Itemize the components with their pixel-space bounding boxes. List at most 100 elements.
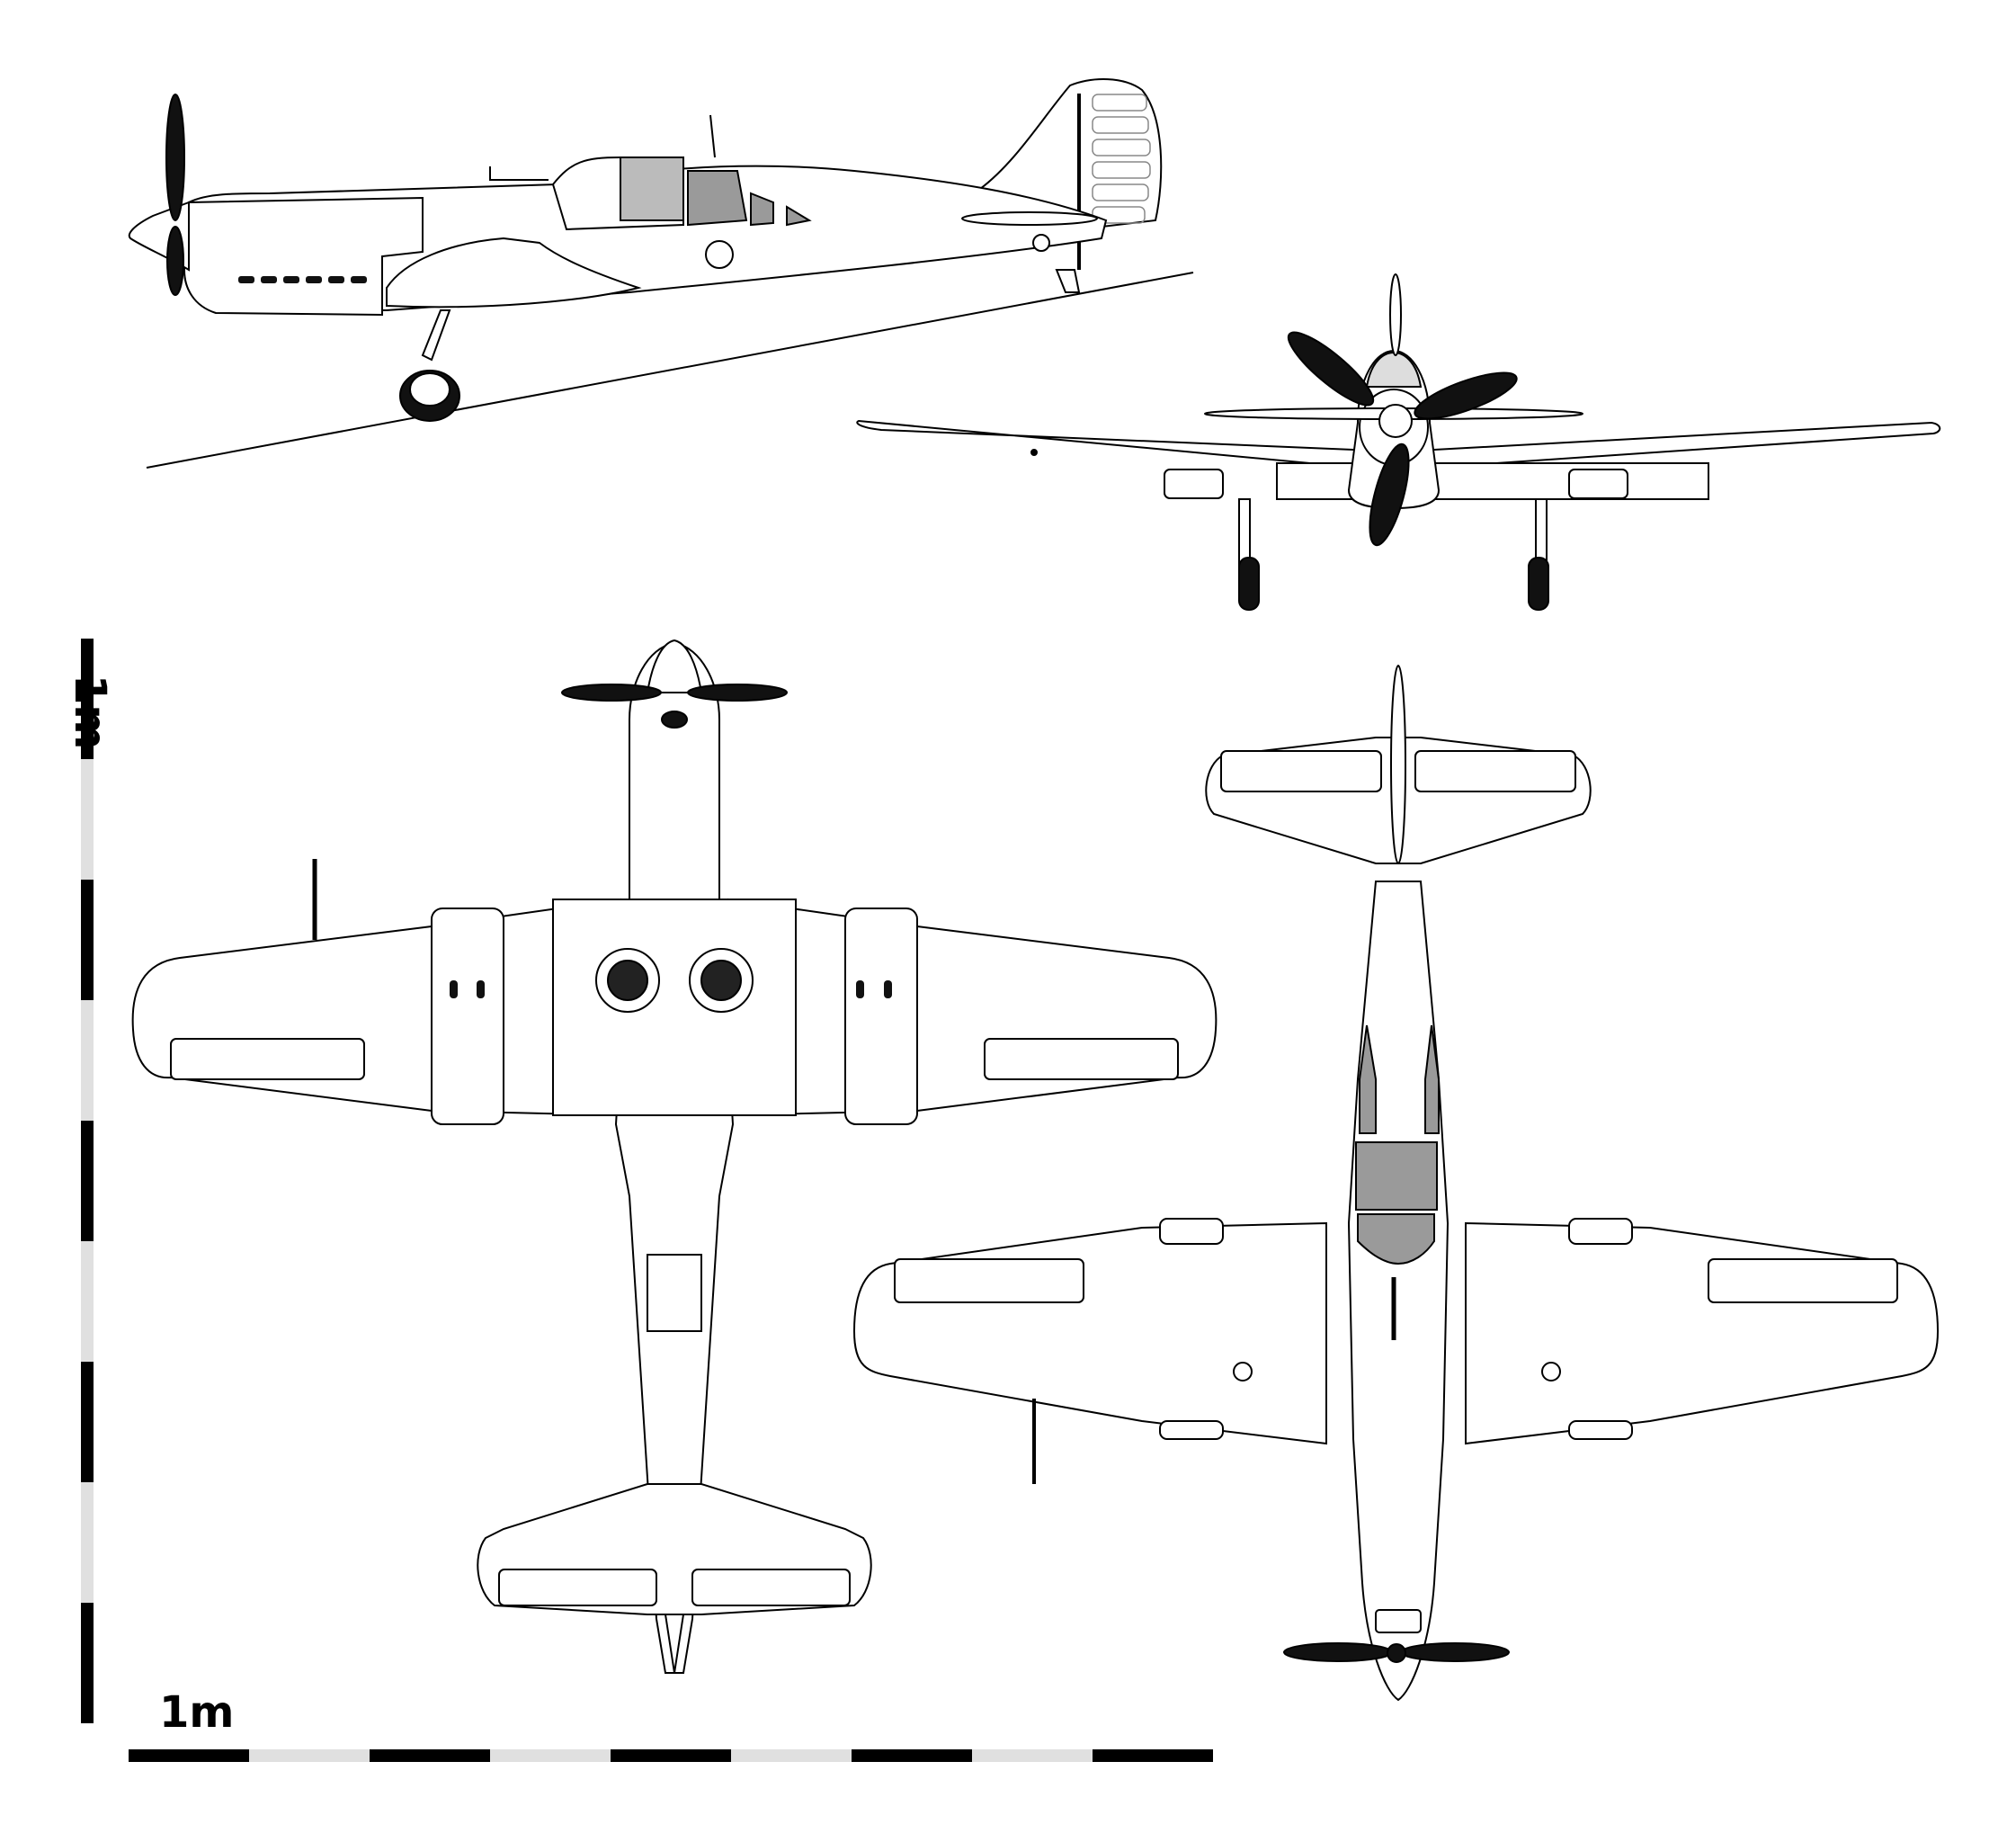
top-spinner-dot — [661, 711, 688, 729]
scale-bar-v-segment — [81, 880, 94, 1000]
top-aileron-right — [984, 1038, 1179, 1080]
top-gun-pod-left — [431, 908, 504, 1125]
front-gun-pod-right — [1568, 469, 1628, 499]
bottom-shaded-left — [1359, 1024, 1377, 1134]
top-prop-left — [561, 684, 662, 702]
rear-window-2 — [750, 192, 774, 227]
bottom-prop-left — [1283, 1642, 1393, 1662]
top-elevator-left — [498, 1569, 657, 1606]
front-spinner — [1378, 404, 1413, 438]
bottom-gun-pod-right — [1568, 1218, 1633, 1245]
canopy-panel-shaded — [620, 156, 684, 221]
ground-line — [146, 272, 1194, 469]
top-elevator-right — [691, 1569, 851, 1606]
bottom-aileron-left — [894, 1258, 1084, 1303]
tail-light — [1032, 234, 1050, 252]
scale-bar-h-segment — [611, 1749, 731, 1762]
bottom-spinner — [1387, 1643, 1406, 1663]
top-gun-pod-right — [844, 908, 918, 1125]
roundel — [705, 240, 734, 269]
scale-bar-h-segment — [731, 1749, 852, 1762]
bottom-light-left — [1233, 1362, 1253, 1382]
bottom-seat-panel — [1357, 1213, 1435, 1265]
scale-bar-h-segment — [490, 1749, 611, 1762]
scale-bar-v-segment — [81, 759, 94, 880]
gunsight — [489, 166, 549, 181]
bottom-gun-pod-rear-left — [1159, 1420, 1224, 1440]
top-tail-cone — [664, 1614, 685, 1674]
top-prop-right — [687, 684, 788, 702]
scale-bar-v-segment — [81, 639, 94, 759]
front-wing-left — [856, 419, 1386, 469]
top-wheel-well-right-inner — [700, 960, 742, 1001]
bottom-gun-pod-rear-right — [1568, 1420, 1633, 1440]
front-wheel-right — [1528, 557, 1549, 611]
propeller-blade-lower — [166, 226, 184, 296]
bottom-view — [852, 665, 1940, 1702]
front-prop-blade-c — [1369, 443, 1410, 547]
scale-bar-h-segment — [129, 1749, 249, 1762]
scale-label-vertical: 1m — [65, 675, 115, 750]
wing-root — [386, 237, 642, 308]
scale-label-horizontal: 1m — [159, 1687, 235, 1738]
bottom-aileron-right — [1708, 1258, 1898, 1303]
bottom-radiator — [1375, 1609, 1422, 1633]
top-aileron-left — [170, 1038, 365, 1080]
bottom-shaded-right — [1424, 1024, 1440, 1134]
scale-bar-v-segment — [81, 1603, 94, 1723]
front-gun-pod-left — [1164, 469, 1224, 499]
scale-bar-v-segment — [81, 1362, 94, 1482]
top-view — [131, 639, 1218, 1674]
antenna-mast — [709, 114, 716, 158]
front-wheel-left — [1238, 557, 1260, 611]
front-prop-blade-b — [1414, 371, 1518, 420]
top-wing-right — [727, 898, 1218, 1117]
front-fin — [1389, 273, 1402, 356]
scale-bar-v-segment — [81, 1482, 94, 1603]
top-center-section — [552, 899, 797, 1116]
front-canopy — [1365, 351, 1423, 388]
scale-bar-horizontal — [129, 1749, 1213, 1762]
front-gear-right — [1535, 498, 1548, 568]
scale-bar-h-segment — [852, 1749, 972, 1762]
bottom-wing-right — [1465, 1221, 1940, 1445]
scale-bar-vertical — [81, 639, 94, 1723]
scale-bar-v-segment — [81, 1000, 94, 1121]
top-nose — [646, 639, 703, 693]
front-wing-right — [1402, 421, 1941, 469]
bottom-elevator-right — [1414, 750, 1576, 792]
scale-bar-h-segment — [972, 1749, 1093, 1762]
scale-bar-v-segment — [81, 1121, 94, 1241]
top-hatch — [647, 1254, 702, 1332]
front-view — [856, 273, 1941, 611]
rear-window — [687, 170, 748, 227]
propeller-blade-upper — [165, 94, 185, 221]
main-wheel-hub — [409, 372, 450, 407]
bottom-gun-pod-left — [1159, 1218, 1224, 1245]
bottom-fuselage — [1347, 881, 1450, 1702]
scale-bar-h-segment — [370, 1749, 490, 1762]
front-gear-left — [1238, 498, 1251, 568]
scale-bar-h-segment — [249, 1749, 370, 1762]
bottom-panel-shaded — [1355, 1141, 1438, 1211]
tailplane — [961, 211, 1098, 226]
exhaust-stacks — [238, 276, 367, 283]
bottom-light-right — [1541, 1362, 1561, 1382]
bottom-elevator-left — [1220, 750, 1382, 792]
front-wing-panel — [1276, 462, 1709, 500]
top-wing-left — [131, 898, 621, 1117]
scale-bar-v-segment — [81, 1241, 94, 1362]
top-wheel-well-left-inner — [607, 960, 648, 1001]
front-prop-blade-a — [1287, 331, 1375, 407]
bottom-fin — [1390, 665, 1406, 864]
bottom-wing-left — [852, 1221, 1327, 1445]
front-nav-light — [1030, 449, 1038, 456]
rear-window-3 — [786, 205, 812, 227]
gear-leg — [421, 309, 451, 362]
engine-cowl — [183, 196, 424, 317]
scale-bar-h-segment — [1093, 1749, 1213, 1762]
tail-wheel — [1055, 269, 1081, 293]
side-view — [128, 78, 1194, 469]
bottom-prop-right — [1400, 1642, 1510, 1662]
